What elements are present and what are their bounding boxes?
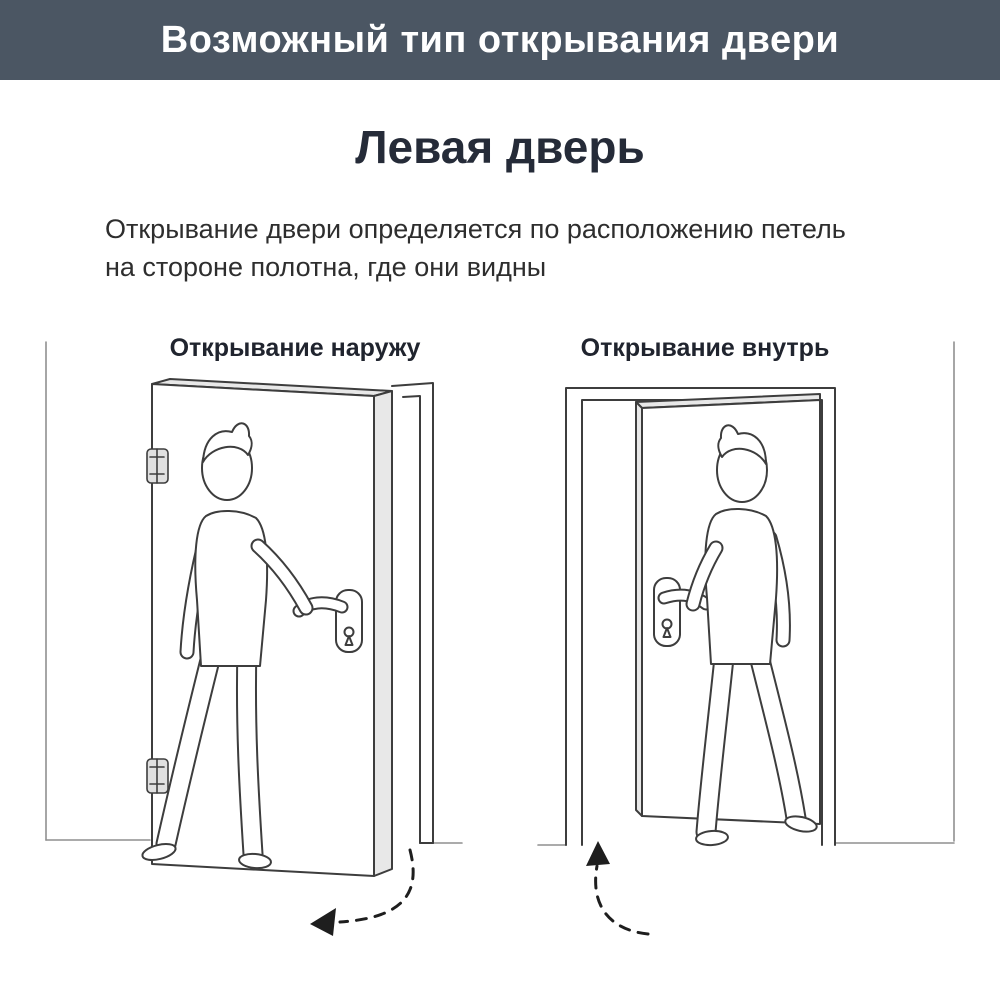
shoe-front: [784, 815, 818, 833]
door-frame-outward: [391, 382, 434, 844]
swing-arrow-inward: [586, 841, 650, 936]
swing-arrow-outward: [310, 848, 415, 936]
panel-label-inward: Открывание внутрь: [580, 334, 830, 362]
hinge-bottom-icon: [146, 758, 169, 794]
hinge-top-icon: [146, 448, 169, 484]
page-title: Возможный тип открывания двери: [160, 18, 840, 61]
diagram-outward: [45, 341, 463, 936]
hair: [202, 422, 253, 463]
panel-label-outward: Открывание наружу: [169, 334, 421, 362]
diagram-inward: [537, 341, 955, 936]
shoe-front: [141, 843, 177, 861]
wall-floor-left: [45, 341, 463, 844]
person-inward: [685, 424, 818, 847]
subtitle-left-door: Левая дверь: [355, 121, 645, 173]
person-outward: [141, 422, 314, 870]
wall-floor-right: [537, 341, 955, 846]
description-text: Открывание двери определяется по располо…: [105, 214, 846, 282]
shoe-back: [238, 852, 272, 870]
shoe-back: [695, 829, 729, 847]
header-banner: Возможный тип открывания двери: [0, 0, 1000, 80]
hair: [717, 424, 767, 465]
